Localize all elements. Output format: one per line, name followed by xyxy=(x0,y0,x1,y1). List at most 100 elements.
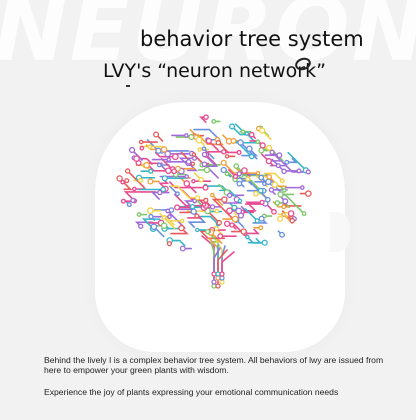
circuit-node xyxy=(223,220,231,227)
circuit-node xyxy=(269,149,275,155)
circuit-node xyxy=(124,168,131,174)
circuit-node xyxy=(248,131,255,138)
circuit-node xyxy=(255,139,261,145)
circuit-node xyxy=(174,191,180,197)
circuit-node xyxy=(178,224,185,232)
circuit-node xyxy=(174,204,181,211)
circuit-node xyxy=(155,147,162,154)
circuit-trace xyxy=(144,162,170,172)
circuit-trace xyxy=(170,185,199,199)
circuit-node xyxy=(203,197,209,203)
circuit-node xyxy=(254,218,260,224)
circuit-node xyxy=(120,198,126,204)
circuit-node xyxy=(194,195,201,201)
circuit-trace xyxy=(169,181,207,189)
circuit-node xyxy=(281,168,287,175)
circuit-node xyxy=(244,131,250,136)
circuit-trace xyxy=(123,191,157,202)
circuit-node xyxy=(133,155,140,162)
circuit-node xyxy=(265,178,272,186)
circuit-node xyxy=(166,241,173,247)
circuit-node xyxy=(276,152,283,159)
circuit-node xyxy=(201,151,208,158)
circuit-node xyxy=(258,215,265,222)
circuit-trace xyxy=(166,210,186,229)
circuit-node xyxy=(126,202,132,208)
circuit-node xyxy=(131,186,137,192)
circuit-node xyxy=(160,222,168,230)
circuit-trace xyxy=(286,157,299,164)
circuit-node xyxy=(252,190,259,197)
circuit-trace xyxy=(204,185,228,192)
circuit-node xyxy=(147,207,154,215)
circuit-trace xyxy=(282,213,295,225)
brain-stem-node xyxy=(211,279,217,285)
circuit-node xyxy=(198,176,204,183)
circuit-node xyxy=(160,186,166,193)
circuit-node xyxy=(259,199,265,205)
circuit-trace xyxy=(244,228,260,235)
circuit-node xyxy=(287,210,295,217)
watermark-text: NEURON xyxy=(0,0,416,81)
circuit-node xyxy=(165,208,171,214)
circuit-node xyxy=(229,123,236,130)
circuit-node xyxy=(136,212,142,217)
circuit-trace xyxy=(193,128,222,141)
circuit-trace xyxy=(199,230,226,240)
circuit-node xyxy=(271,181,278,188)
circuit-node xyxy=(265,158,272,165)
circuit-node xyxy=(284,159,290,165)
circuit-node xyxy=(137,177,143,183)
circuit-node xyxy=(120,179,125,185)
circuit-node xyxy=(189,204,196,210)
circuit-node xyxy=(240,228,247,235)
circuit-node xyxy=(281,188,287,193)
circuit-node xyxy=(282,198,289,205)
circuit-node xyxy=(275,163,281,169)
circuit-node xyxy=(215,139,222,146)
circuit-node xyxy=(205,228,211,235)
circuit-node xyxy=(220,166,227,174)
circuit-node xyxy=(248,153,255,160)
circuit-node xyxy=(245,176,251,182)
subheadline: LVY's “neuron network” xyxy=(103,60,326,82)
circuit-node xyxy=(183,180,191,187)
circuit-node xyxy=(179,218,185,224)
circuit-node xyxy=(201,202,207,207)
circuit-node xyxy=(171,153,179,161)
circuit-node xyxy=(240,129,246,134)
circuit-node xyxy=(299,185,305,190)
circuit-node xyxy=(226,192,233,199)
circuit-node xyxy=(139,145,145,151)
circuit-trace xyxy=(168,239,186,247)
circuit-node xyxy=(221,149,227,155)
circuit-node xyxy=(261,239,268,246)
circuit-node xyxy=(209,204,216,210)
circuit-node xyxy=(233,163,240,169)
circuit-node xyxy=(148,213,154,220)
brain-stem-node xyxy=(219,271,225,277)
circuit-trace xyxy=(281,161,310,173)
description-paragraph-1: Behind the lively I is a complex behavio… xyxy=(44,355,384,375)
circuit-node xyxy=(185,158,192,165)
circuit-node xyxy=(214,208,220,214)
circuit-node xyxy=(148,168,154,174)
circuit-trace xyxy=(268,176,287,188)
circuit-node xyxy=(166,157,171,162)
circuit-node xyxy=(245,234,250,240)
circuit-node xyxy=(229,222,235,228)
circuit-node xyxy=(230,137,237,144)
headline: behavior tree system xyxy=(140,27,364,51)
circuit-node xyxy=(128,146,136,154)
circuit-node xyxy=(156,162,162,168)
circuit-node xyxy=(236,180,243,187)
circuit-node xyxy=(184,174,190,179)
circuit-node xyxy=(138,223,144,229)
circuit-node xyxy=(164,150,172,158)
circuit-node xyxy=(235,207,243,215)
circuit-node xyxy=(205,137,212,144)
circuit-node xyxy=(179,245,186,252)
circuit-node xyxy=(190,208,197,215)
circuit-node xyxy=(153,131,160,138)
circuit-node xyxy=(277,191,284,198)
